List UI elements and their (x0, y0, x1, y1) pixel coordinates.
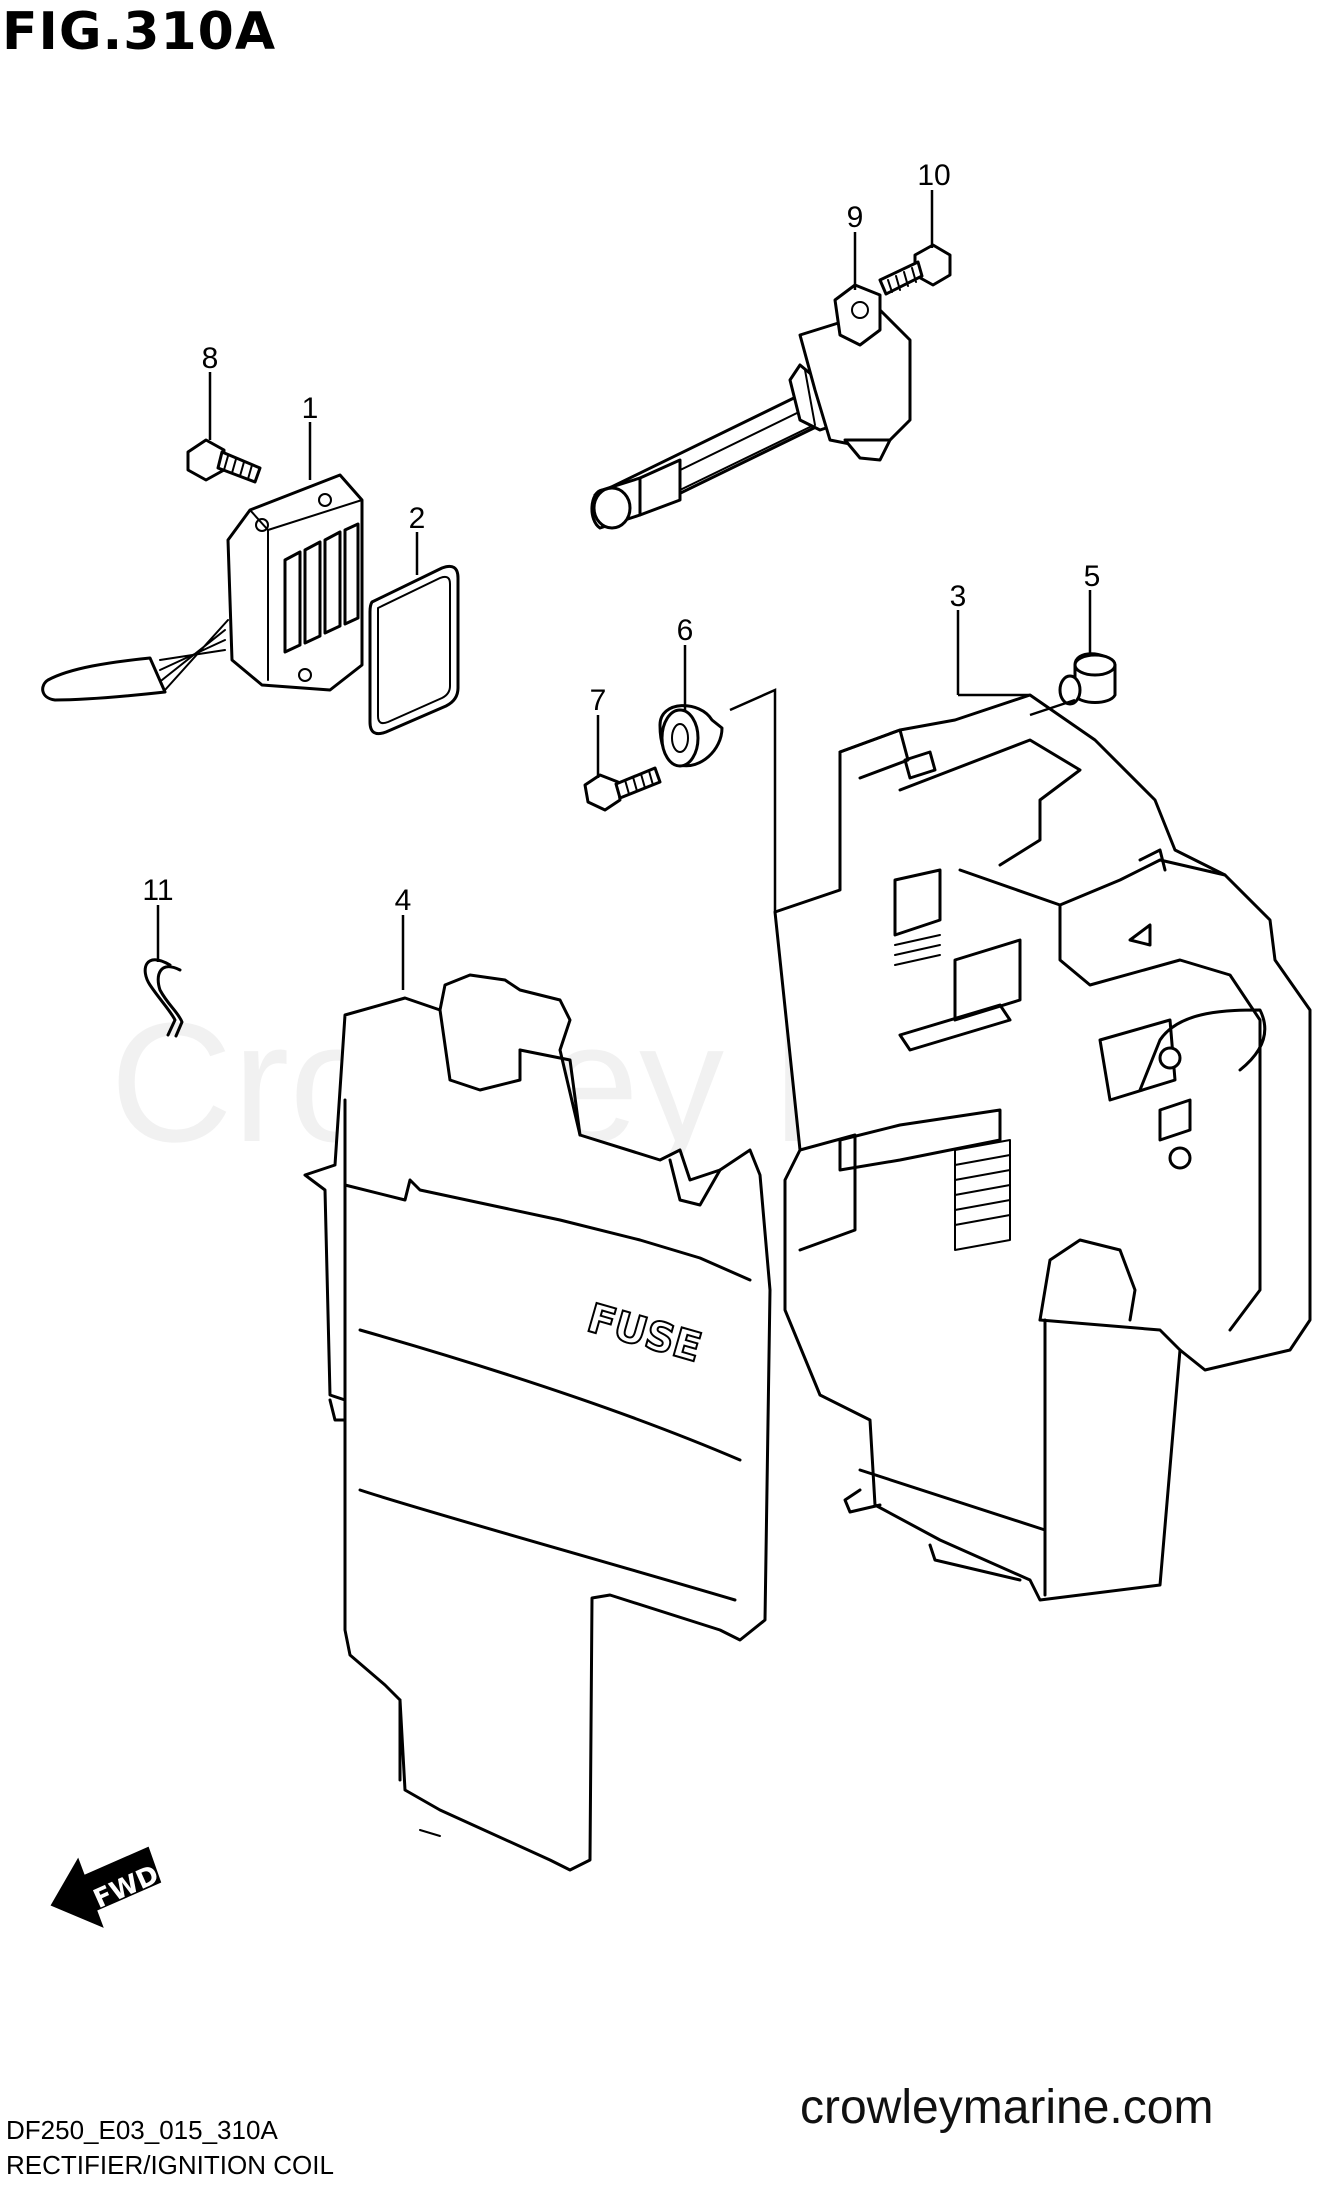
callout-labels: 1 8 2 3 5 6 7 9 10 11 4 (142, 159, 1100, 917)
callout-2: 2 (409, 502, 426, 535)
callout-11: 11 (142, 874, 173, 907)
callout-7: 7 (590, 684, 607, 717)
callout-3: 3 (950, 580, 967, 613)
part-8-bolt[interactable] (186, 438, 262, 484)
part-10-bolt[interactable] (878, 243, 952, 296)
callout-1: 1 (302, 392, 319, 425)
callout-8: 8 (202, 342, 219, 375)
callout-4: 4 (395, 884, 412, 917)
diagram-name: RECTIFIER/IGNITION COIL (6, 2150, 334, 2180)
fwd-arrow-icon: FWD (50, 1846, 163, 1928)
part-5-collar[interactable] (1058, 652, 1117, 706)
figure-title: FIG.310A (2, 2, 277, 62)
part-1-rectifier[interactable] (41, 473, 364, 702)
part-6-grommet[interactable] (658, 704, 724, 768)
part-9-ignition-coil[interactable] (590, 283, 912, 530)
callout-5: 5 (1084, 560, 1101, 593)
part-3-case[interactable] (773, 693, 1312, 1602)
callout-10: 10 (917, 159, 950, 192)
part-2-gasket[interactable] (368, 564, 460, 736)
callout-6: 6 (677, 614, 694, 647)
part-4-cover[interactable] (303, 973, 772, 1872)
part-11-clip[interactable] (143, 958, 184, 1038)
diagram-code: DF250_E03_015_310A (6, 2115, 278, 2145)
callout-9: 9 (847, 201, 864, 234)
leader-lines (156, 190, 1092, 990)
part-7-bolt[interactable] (583, 766, 662, 812)
website-url: crowleymarine.com (800, 2081, 1214, 2134)
